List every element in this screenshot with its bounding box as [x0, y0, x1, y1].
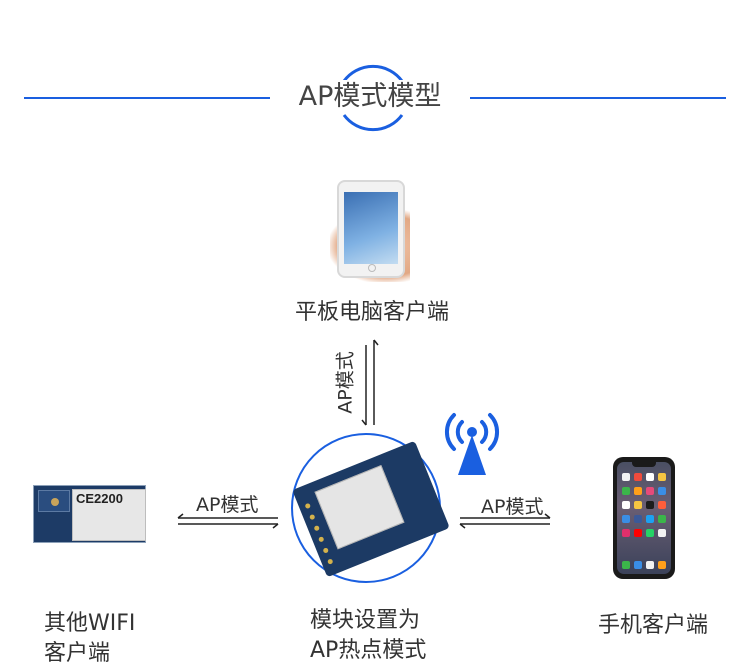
- left-link-label: AP模式: [196, 494, 259, 516]
- arrow-left-bottom-head: [272, 523, 279, 529]
- other-wifi-label-line1: 其他WIFI: [44, 611, 136, 636]
- mobile-phone-image: [613, 457, 675, 579]
- title-ring-icon: [342, 64, 404, 132]
- other-wifi-label-line2: 客户端: [44, 641, 111, 666]
- top-link-label: AP模式: [334, 351, 357, 414]
- phone-notch: [632, 462, 656, 467]
- tablet-image: [337, 180, 405, 278]
- chip-shield: [314, 464, 405, 550]
- title-rule-right: [458, 97, 726, 99]
- arrow-right-top-head: [544, 513, 551, 519]
- other-wifi-module-image: CE2200: [33, 485, 146, 543]
- page-title: AP模式模型: [270, 80, 470, 114]
- tablet-client-label: 平板电脑客户端: [295, 300, 450, 325]
- wifi-antenna-icon: [444, 413, 500, 475]
- arrow-tablet-head: [361, 419, 367, 426]
- ce-marking: CE2200: [76, 491, 123, 506]
- module-shield: [72, 489, 146, 541]
- arrow-module-head-up: [373, 339, 379, 346]
- right-link-label: AP模式: [481, 496, 544, 518]
- arrow-left-top-head: [177, 513, 184, 519]
- tablet-home-button: [368, 264, 376, 272]
- tablet-screen: [344, 192, 398, 264]
- title-rule-left: [24, 97, 274, 99]
- mobile-client-label: 手机客户端: [598, 613, 709, 638]
- arrow-right-bottom-head: [459, 523, 466, 529]
- module-antenna: [38, 490, 70, 512]
- module-label-line2: AP热点模式: [310, 638, 427, 663]
- module-label-line1: 模块设置为: [310, 608, 421, 633]
